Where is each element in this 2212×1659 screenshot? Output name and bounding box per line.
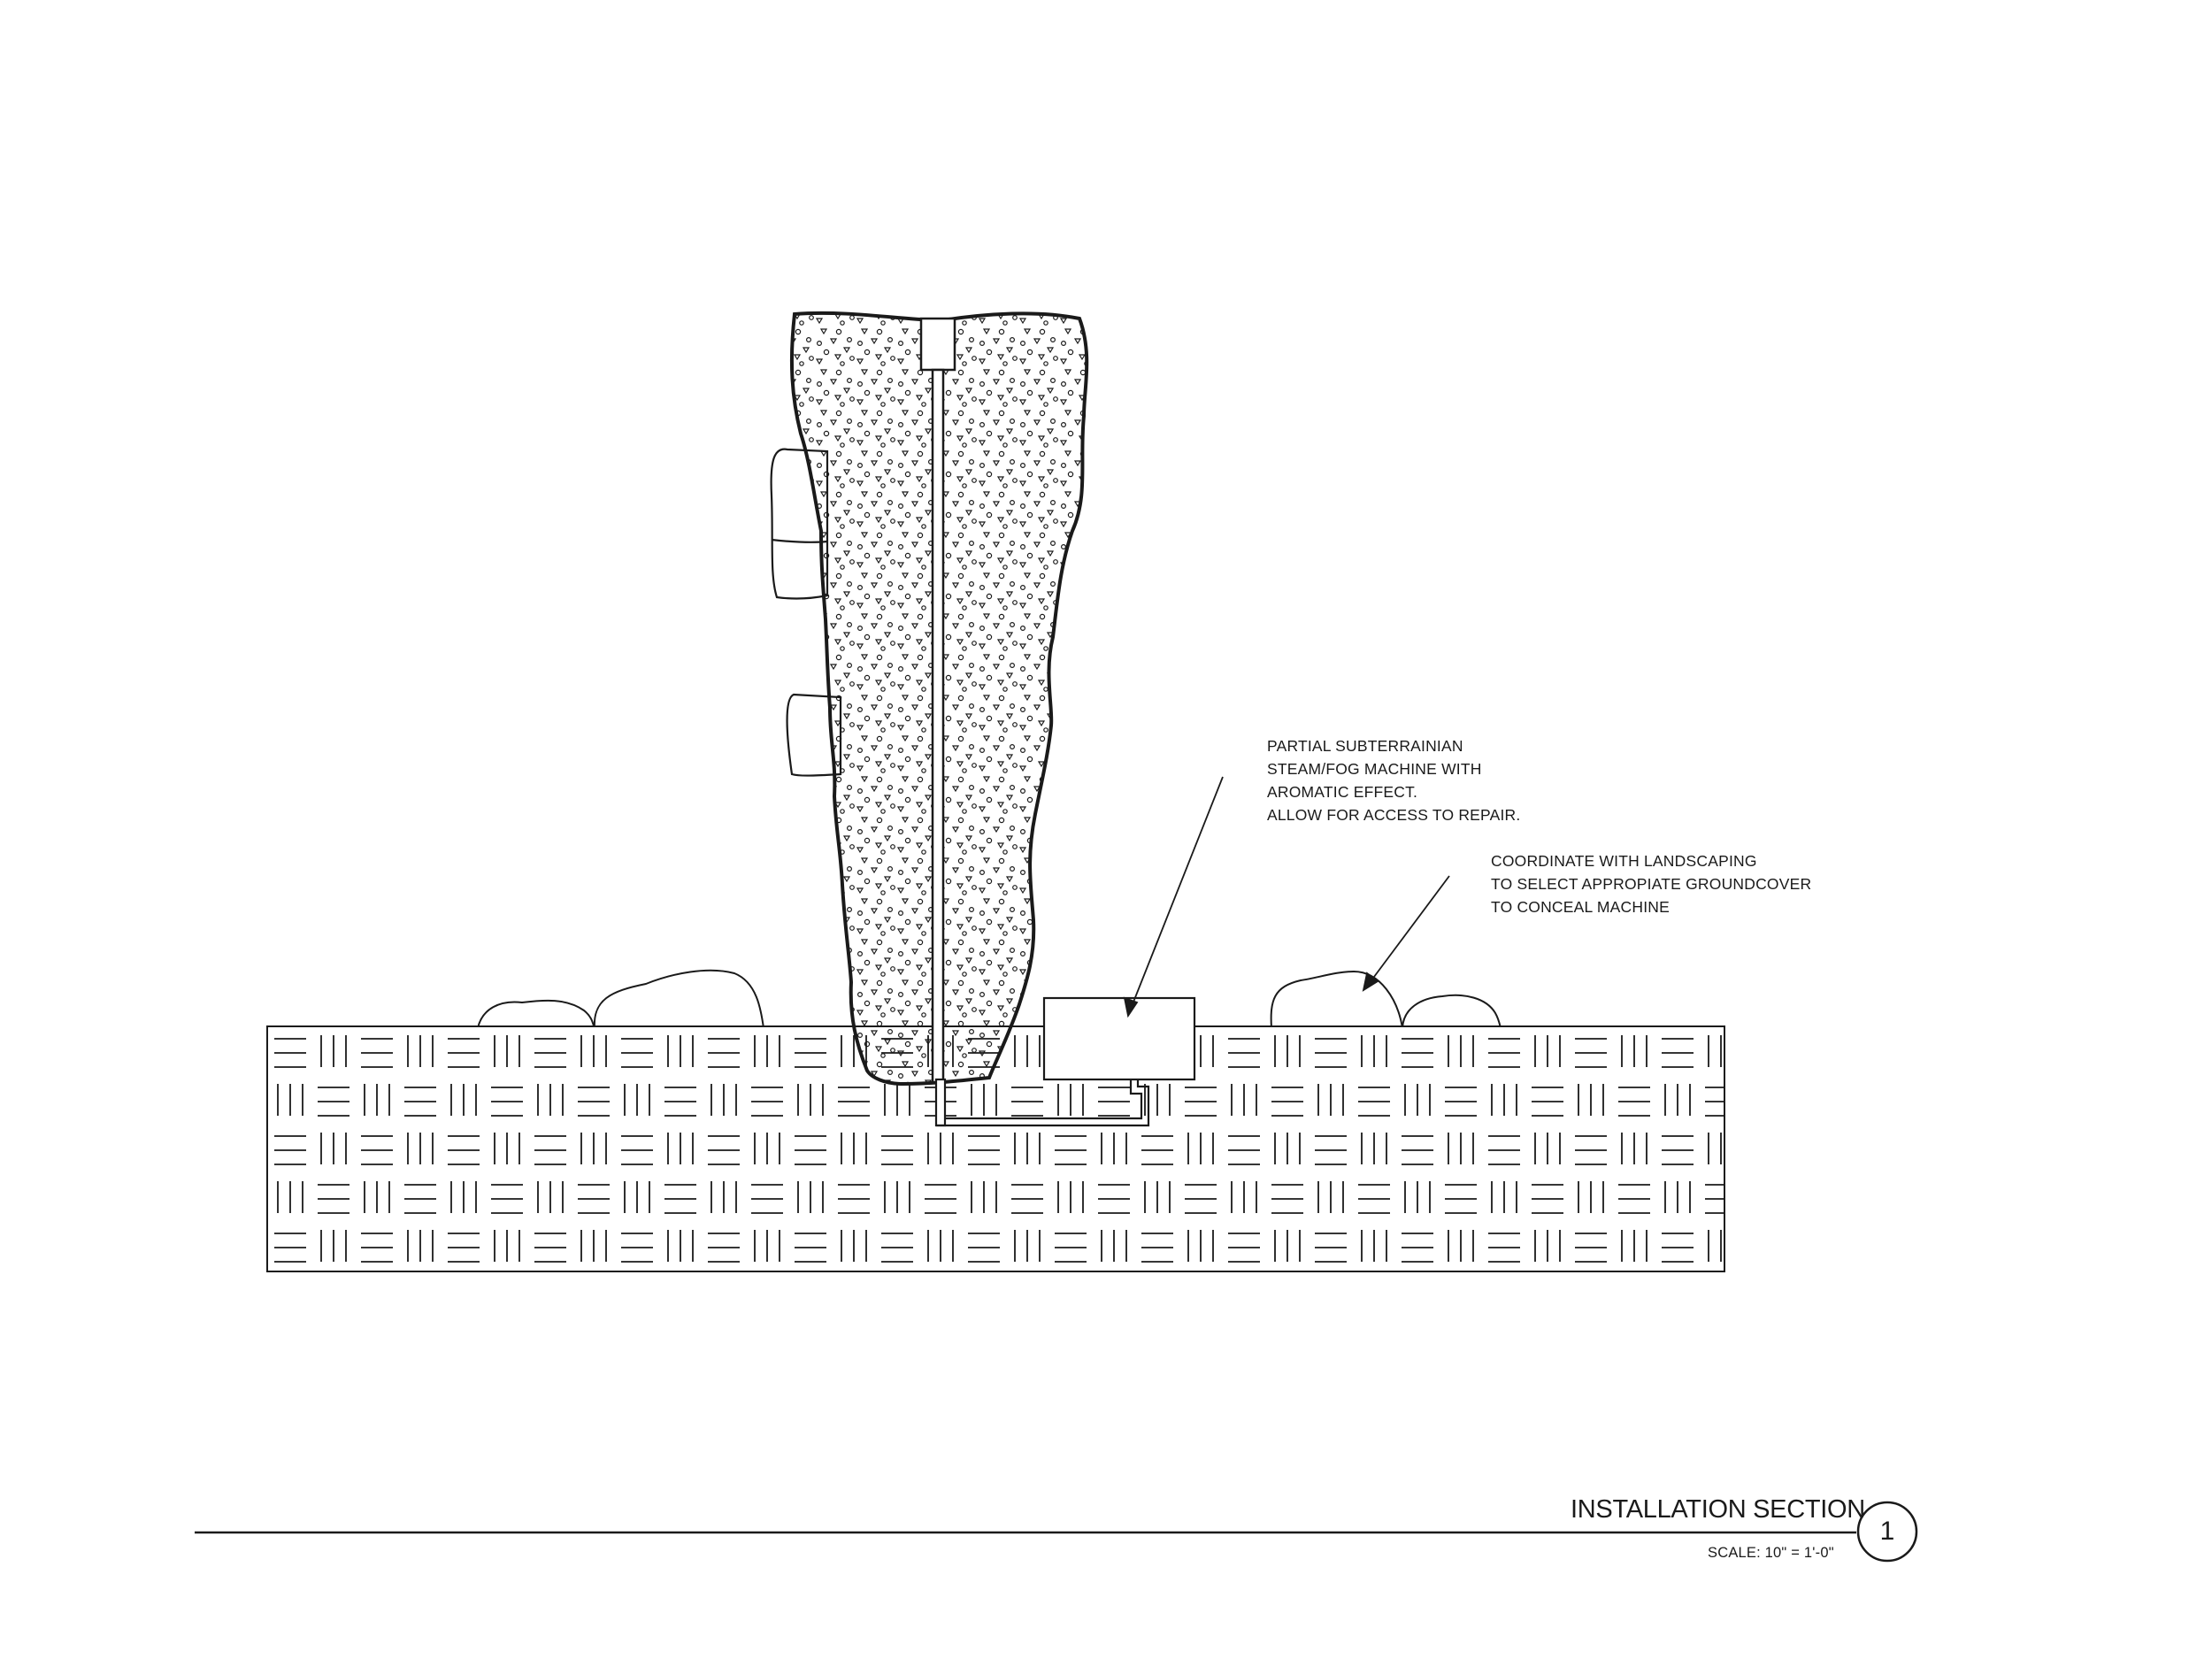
note-line: TO SELECT APPROPIATE GROUNDCOVER xyxy=(1491,875,1812,893)
buried-conduit xyxy=(934,1078,1150,1127)
note-line: AROMATIC EFFECT. xyxy=(1267,783,1418,801)
nozzle-housing xyxy=(919,317,956,372)
leader-lines xyxy=(1123,776,1450,1018)
note-line: ALLOW FOR ACCESS TO REPAIR. xyxy=(1267,806,1521,824)
note-line: TO CONCEAL MACHINE xyxy=(1491,898,1670,916)
note-landscaping: COORDINATE WITH LANDSCAPING TO SELECT AP… xyxy=(1491,849,1811,918)
ground-section xyxy=(266,1025,1725,1272)
note-line: STEAM/FOG MACHINE WITH xyxy=(1267,760,1482,778)
conduit-vertical xyxy=(931,368,945,1084)
drawing-title: INSTALLATION SECTION xyxy=(1571,1495,1865,1524)
monolith-column xyxy=(789,311,1089,1087)
note-line: COORDINATE WITH LANDSCAPING xyxy=(1491,852,1757,870)
note-fog-machine: PARTIAL SUBTERRAINIAN STEAM/FOG MACHINE … xyxy=(1267,734,1520,826)
detail-tag-circle xyxy=(1856,1501,1918,1563)
drawing-scale: SCALE: 10" = 1'-0" xyxy=(1708,1545,1834,1561)
grade-boulders xyxy=(476,969,1502,1029)
title-block xyxy=(195,1501,1918,1563)
fog-machine xyxy=(1042,996,1196,1081)
detail-number: 1 xyxy=(1879,1517,1895,1546)
note-line: PARTIAL SUBTERRAINIAN xyxy=(1267,737,1463,755)
